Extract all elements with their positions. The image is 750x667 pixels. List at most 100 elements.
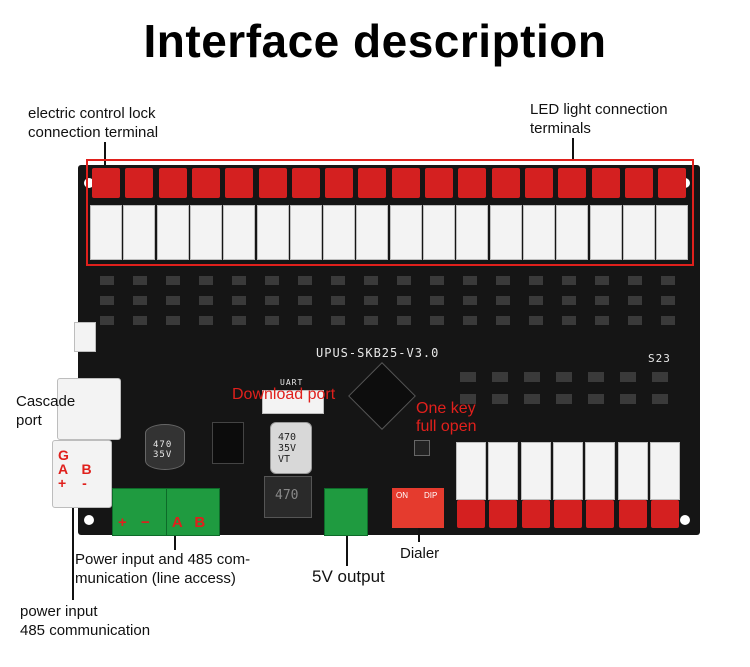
led-connector-white bbox=[622, 205, 655, 260]
smd-component bbox=[496, 296, 510, 305]
lock-connector-red bbox=[591, 168, 620, 198]
cascade-port-label: Cascade port bbox=[16, 392, 75, 430]
output-5v-terminal bbox=[324, 488, 368, 536]
smd-component bbox=[100, 316, 114, 325]
smd-component bbox=[588, 394, 604, 404]
download-port-label: Download port bbox=[232, 386, 336, 403]
smd-component bbox=[595, 296, 609, 305]
board-model-text: UPUS-SKB25-V3.0 bbox=[316, 346, 440, 360]
lock-connector-red bbox=[325, 168, 354, 198]
leader-line-power485 bbox=[174, 536, 176, 550]
led-connector-white bbox=[223, 205, 256, 260]
dip-switch[interactable] bbox=[392, 488, 444, 528]
smd-component bbox=[364, 276, 378, 285]
smd-component bbox=[496, 316, 510, 325]
smd-component bbox=[628, 316, 642, 325]
bottom-connector-red bbox=[489, 500, 518, 528]
leader-line-lock bbox=[104, 142, 106, 166]
lock-connector-red bbox=[658, 168, 687, 198]
smd-component bbox=[661, 276, 675, 285]
smd-component bbox=[199, 316, 213, 325]
led-terminals-label: LED light connection terminals bbox=[530, 100, 668, 138]
bottom-connector-red bbox=[586, 500, 615, 528]
led-terminals-highlight bbox=[86, 159, 694, 266]
smd-component bbox=[628, 276, 642, 285]
smd-component bbox=[166, 276, 180, 285]
smd-component bbox=[628, 296, 642, 305]
power-485-label: Power input and 485 com- munication (lin… bbox=[75, 550, 250, 588]
lock-connector-red bbox=[524, 168, 553, 198]
smd-component bbox=[661, 296, 675, 305]
bottom-connector-red bbox=[553, 500, 582, 528]
board-code-text: S23 bbox=[648, 352, 671, 365]
smd-component bbox=[133, 316, 147, 325]
leader-line-power-input bbox=[72, 508, 74, 600]
dip-text: DIP bbox=[424, 491, 438, 500]
cap2-value: 470 bbox=[278, 432, 297, 443]
lock-connector-red bbox=[158, 168, 187, 198]
led-connector-white bbox=[589, 205, 622, 260]
smd-component bbox=[460, 394, 476, 404]
smd-component bbox=[529, 296, 543, 305]
electric-lock-label: electric control lock connection termina… bbox=[28, 104, 158, 142]
smd-component bbox=[100, 296, 114, 305]
lock-connector-red bbox=[458, 168, 487, 198]
cascade-port-upper bbox=[57, 378, 121, 440]
power-485-line1: Power input and 485 com- bbox=[75, 551, 251, 568]
power-input-label: power input 485 communication bbox=[20, 602, 150, 640]
bottom-connector-red bbox=[457, 500, 485, 528]
lock-connector-red bbox=[624, 168, 653, 198]
smd-component bbox=[232, 316, 246, 325]
full-open-button[interactable] bbox=[414, 440, 430, 456]
led-connector-white bbox=[556, 205, 589, 260]
bottom-connector-white bbox=[649, 442, 680, 500]
one-key-line1: One key bbox=[416, 400, 476, 417]
smd-component bbox=[298, 276, 312, 285]
lock-connector-red bbox=[391, 168, 420, 198]
smd-component bbox=[524, 394, 540, 404]
led-connector-white bbox=[356, 205, 389, 260]
smd-component bbox=[199, 276, 213, 285]
led-connector-white bbox=[289, 205, 322, 260]
mark-a: A bbox=[171, 514, 183, 531]
smd-component bbox=[397, 276, 411, 285]
smd-component bbox=[463, 276, 477, 285]
led-connector-white bbox=[389, 205, 422, 260]
smd-component bbox=[331, 296, 345, 305]
side-connector bbox=[74, 322, 96, 352]
smd-component bbox=[199, 296, 213, 305]
bottom-connector-white bbox=[617, 442, 648, 500]
smd-component bbox=[331, 316, 345, 325]
smd-component bbox=[298, 296, 312, 305]
smd-component bbox=[652, 394, 668, 404]
cap2-brand: VT bbox=[278, 454, 291, 465]
page-title: Interface description bbox=[143, 15, 607, 67]
leader-line-led bbox=[572, 138, 574, 160]
bottom-connector-white bbox=[552, 442, 583, 500]
smd-component bbox=[166, 296, 180, 305]
smd-component bbox=[463, 316, 477, 325]
download-port bbox=[262, 390, 324, 414]
smd-component bbox=[232, 276, 246, 285]
bottom-connector-red bbox=[521, 500, 550, 528]
led-connector-white bbox=[489, 205, 522, 260]
smd-component bbox=[661, 316, 675, 325]
capacitor-2 bbox=[270, 422, 312, 474]
lock-connector-red bbox=[358, 168, 387, 198]
smd-component bbox=[298, 316, 312, 325]
lock-connector-red bbox=[491, 168, 520, 198]
smd-component bbox=[133, 296, 147, 305]
smd-component bbox=[430, 316, 444, 325]
letter-plus: + bbox=[58, 475, 67, 491]
led-terminals-label-line1: LED light connection bbox=[530, 101, 668, 118]
smd-component bbox=[364, 316, 378, 325]
smd-component bbox=[265, 316, 279, 325]
mark-minus: − bbox=[140, 514, 150, 531]
smd-component bbox=[595, 276, 609, 285]
letter-b: B bbox=[81, 461, 92, 477]
lock-connector-red bbox=[191, 168, 220, 198]
smd-component bbox=[496, 276, 510, 285]
bottom-connector-white bbox=[520, 442, 551, 500]
leader-line-dialer bbox=[418, 528, 420, 542]
bottom-connector-white bbox=[456, 442, 486, 500]
